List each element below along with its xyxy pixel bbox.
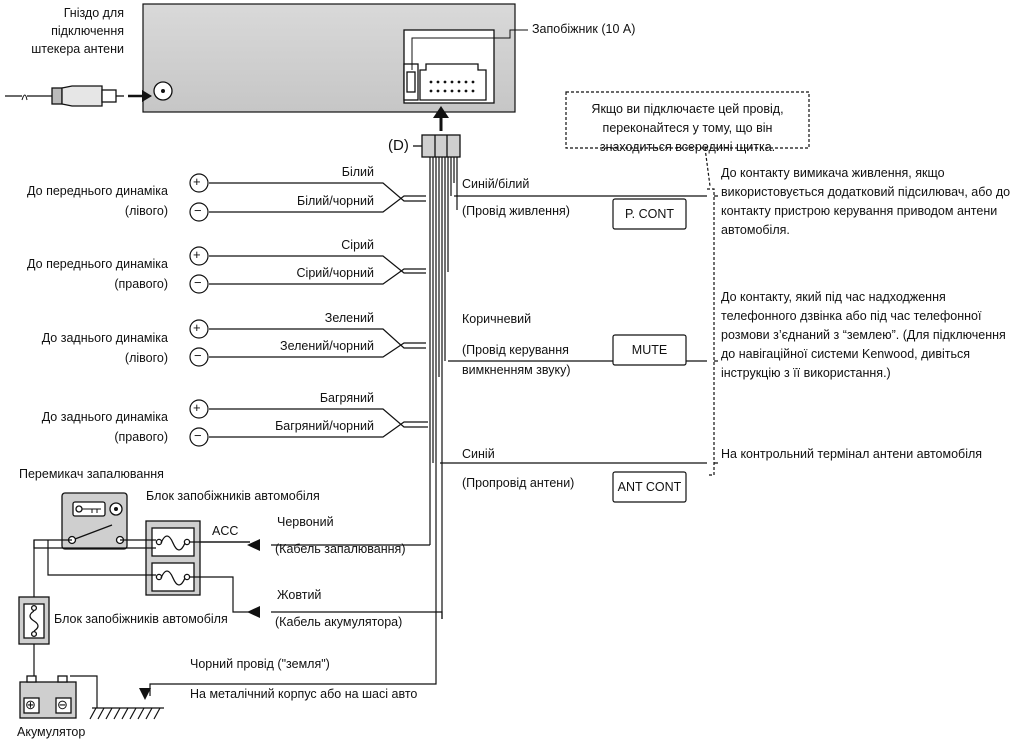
speaker-name: До переднього динаміка (лівого) bbox=[27, 184, 168, 218]
rear-connector bbox=[403, 29, 495, 104]
minus-wire-label: Зелений/чорний bbox=[280, 339, 374, 353]
ground-wire-desc: На металічний корпус або на шасі авто bbox=[190, 687, 418, 701]
wire-target: На контрольний термінал антени автомобіл… bbox=[721, 447, 983, 461]
connector-label: (D) bbox=[388, 137, 409, 154]
speaker-name: До заднього динаміка (правого) bbox=[41, 410, 168, 444]
battery-plus-symbol: ⊕ bbox=[25, 697, 36, 712]
chassis-ground bbox=[89, 707, 164, 720]
battery-label: Акумулятор bbox=[17, 725, 86, 739]
plus-wire-label: Зелений bbox=[324, 311, 374, 325]
plus-symbol: + bbox=[193, 320, 201, 335]
fuse-label: Запобіжник (10 A) bbox=[532, 22, 636, 36]
wire-desc: (Провід живлення) bbox=[462, 204, 570, 218]
acc-label: ACC bbox=[212, 524, 239, 538]
minus-wire-label: Сірий/чорний bbox=[296, 266, 374, 280]
minus-symbol: − bbox=[194, 428, 202, 443]
plus-symbol: + bbox=[193, 247, 201, 262]
speaker-name: До переднього динаміка (правого) bbox=[27, 257, 168, 291]
minus-symbol: − bbox=[194, 348, 202, 363]
wire-desc: (Пропровід антени) bbox=[462, 476, 575, 490]
plus-symbol: + bbox=[193, 400, 201, 415]
pcont-box-label: P. CONT bbox=[624, 207, 675, 221]
antenna-socket-label: Гніздо для підключення штекера антени bbox=[31, 6, 124, 56]
speaker-name: До заднього динаміка (лівого) bbox=[41, 331, 168, 365]
antenna-plug bbox=[5, 85, 152, 107]
plus-wire-label: Багряний bbox=[319, 391, 374, 405]
wire-color: Синій bbox=[462, 447, 495, 461]
plus-wire-label: Сірий bbox=[341, 238, 374, 252]
wire-desc: (Провід керування вимкненням звуку) bbox=[462, 343, 571, 377]
ignition-switch bbox=[61, 492, 128, 550]
control-wires bbox=[440, 195, 707, 464]
wire-harness bbox=[429, 157, 458, 676]
minus-symbol: − bbox=[194, 203, 202, 218]
yellow-wire-desc: (Кабель акумулятора) bbox=[275, 615, 403, 629]
ground-wire-color: Чорний провід ("земля") bbox=[190, 657, 330, 671]
wire-target: До контакту вимикача живлення, якщо вико… bbox=[721, 166, 1011, 237]
battery bbox=[19, 675, 77, 719]
ignition-switch-label: Перемикач запалювання bbox=[19, 467, 164, 481]
red-wire-desc: (Кабель запалювання) bbox=[275, 542, 406, 556]
antcont-box-label: ANT CONT bbox=[617, 480, 682, 494]
mute-box-label: MUTE bbox=[631, 343, 668, 357]
fuse-block-2 bbox=[18, 596, 50, 645]
wire-color: Синій/білий bbox=[462, 177, 530, 191]
control-boxes bbox=[612, 198, 687, 503]
plus-wire-label: Білий bbox=[341, 165, 374, 179]
speaker-terminals bbox=[189, 173, 209, 447]
red-wire-color: Червоний bbox=[277, 515, 334, 529]
fuse-block bbox=[145, 520, 201, 596]
minus-symbol: − bbox=[194, 275, 202, 290]
note-box-text: Якщо ви підключаєте цей провід, перекона… bbox=[591, 102, 784, 154]
minus-wire-label: Багряний/чорний bbox=[275, 419, 374, 433]
battery-minus-symbol: ⊖ bbox=[57, 697, 68, 712]
wire-color: Коричневий bbox=[462, 312, 532, 326]
wire-target: До контакту, який під час надходження те… bbox=[721, 290, 1006, 380]
connector-d bbox=[413, 134, 461, 158]
note-box bbox=[565, 91, 810, 149]
minus-wire-label: Білий/чорний bbox=[297, 194, 374, 208]
plus-symbol: + bbox=[193, 174, 201, 189]
fuse-block-label-2: Блок запобіжників автомобіля bbox=[54, 612, 228, 626]
yellow-wire-color: Жовтий bbox=[277, 588, 322, 602]
dashed-bracket bbox=[707, 188, 715, 476]
speaker-wires bbox=[209, 182, 428, 438]
fuse-block-label: Блок запобіжників автомобіля bbox=[146, 489, 320, 503]
